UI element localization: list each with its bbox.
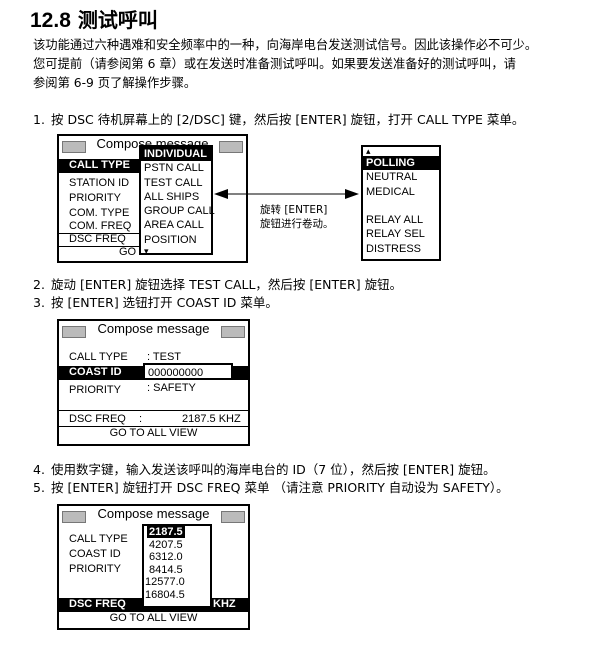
- step-2: 2. 旋动 [ENTER] 旋钮选择 TEST CALL，然后按 [ENTER] …: [33, 274, 402, 293]
- section-heading: 12.8 测试呼叫: [30, 4, 158, 33]
- field-priority[interactable]: PRIORITY: [69, 192, 121, 204]
- menu-item-pstn-call[interactable]: PSTN CALL: [144, 162, 204, 175]
- compose-screen-2: Compose message CALL TYPE : TEST COAST I…: [57, 319, 250, 446]
- coast-id-input[interactable]: 000000000: [143, 363, 233, 380]
- field-coast-id[interactable]: COAST ID: [69, 548, 121, 560]
- freq-item-2187-5[interactable]: 2187.5: [147, 526, 185, 538]
- intro-line: 该功能通过六种遇难和安全频率中的一种，向海岸电台发送测试信号。因此该操作必不可少…: [33, 38, 538, 52]
- step-number: 2.: [33, 277, 45, 292]
- go-button[interactable]: GO: [119, 246, 137, 258]
- field-dsc-freq[interactable]: DSC FREQ: [69, 413, 126, 425]
- note-line: 旋钮进行卷动。: [260, 218, 334, 230]
- step-number: 1.: [33, 112, 45, 127]
- step-number: 5.: [33, 480, 45, 495]
- call-type-menu-continued[interactable]: ▴ POLLING NEUTRAL MEDICAL RELAY ALL RELA…: [361, 145, 441, 261]
- freq-item-12577-0[interactable]: 12577.0: [145, 576, 185, 588]
- freq-item-4207-5[interactable]: 4207.5: [149, 538, 183, 551]
- section-title: 测试呼叫: [77, 8, 158, 32]
- title-bar-right: [219, 141, 243, 153]
- step-3: 3. 按 [ENTER] 选钮打开 COAST ID 菜单。: [33, 292, 278, 311]
- divider: [59, 233, 141, 234]
- title-bar-right: [221, 326, 245, 338]
- screen-title: Compose message: [97, 506, 210, 521]
- section-number: 12.8: [30, 9, 71, 32]
- call-type-value: : TEST: [147, 351, 182, 363]
- step-text: 按 DSC 待机屏幕上的 [2/DSC] 键，然后按 [ENTER] 旋钮，打开…: [51, 112, 525, 127]
- field-com-freq[interactable]: COM. FREQ: [69, 220, 132, 232]
- menu-item-neutral[interactable]: NEUTRAL: [366, 171, 418, 184]
- menu-item-individual[interactable]: INDIVIDUAL: [141, 147, 211, 162]
- go-to-all-view-button[interactable]: GO TO ALL VIEW: [109, 427, 198, 439]
- menu-item-distress[interactable]: DISTRESS: [366, 242, 422, 255]
- menu-item-test-call[interactable]: TEST CALL: [144, 176, 203, 189]
- field-dsc-freq[interactable]: DSC FREQ: [69, 233, 126, 245]
- freq-item-8414-5[interactable]: 8414.5: [149, 563, 183, 576]
- step-text: 旋动 [ENTER] 旋钮选择 TEST CALL，然后按 [ENTER] 旋钮…: [51, 277, 403, 292]
- field-priority[interactable]: PRIORITY: [69, 563, 121, 575]
- field-call-type[interactable]: CALL TYPE: [69, 533, 128, 545]
- menu-item-relay-all[interactable]: RELAY ALL: [366, 214, 424, 227]
- divider: [59, 246, 141, 247]
- field-com-type[interactable]: COM. TYPE: [69, 207, 130, 219]
- arrow-left-icon: [214, 189, 228, 199]
- step-text: 按 [ENTER] 旋钮打开 DSC FREQ 菜单 （请注意 PRIORITY…: [51, 480, 509, 495]
- title-bar: Compose message: [59, 321, 248, 339]
- title-bar-left: [62, 511, 86, 523]
- step-1: 1. 按 DSC 待机屏幕上的 [2/DSC] 键，然后按 [ENTER] 旋钮，…: [33, 109, 524, 128]
- dsc-freq-value: 2187.5 KHZ: [182, 413, 241, 425]
- menu-item-position[interactable]: POSITION: [144, 233, 197, 246]
- title-bar: Compose message: [59, 506, 248, 524]
- menu-item-relay-sel[interactable]: RELAY SEL: [366, 228, 425, 241]
- field-priority[interactable]: PRIORITY: [69, 384, 121, 396]
- go-to-all-view-button[interactable]: GO TO ALL VIEW: [109, 612, 198, 624]
- menu-item-all-ships[interactable]: ALL SHIPS: [144, 190, 200, 203]
- khz-unit: KHZ: [213, 598, 236, 610]
- screen-title: Compose message: [97, 321, 210, 336]
- intro-line: 您可提前（请参阅第 6 章）或在发送时准备测试呼叫。如果要发送准备好的测试呼叫，…: [33, 57, 516, 71]
- note-line: 旋转 [ENTER]: [260, 204, 328, 216]
- field-call-type[interactable]: CALL TYPE: [69, 351, 128, 363]
- arrow-right-icon: [345, 189, 359, 199]
- step-5: 5. 按 [ENTER] 旋钮打开 DSC FREQ 菜单 （请注意 PRIORI…: [33, 477, 509, 496]
- step-number: 4.: [33, 462, 45, 477]
- title-bar-right: [221, 511, 245, 523]
- call-type-menu[interactable]: INDIVIDUAL PSTN CALL TEST CALL ALL SHIPS…: [139, 145, 215, 257]
- divider: [59, 426, 248, 427]
- step-text: 按 [ENTER] 选钮打开 COAST ID 菜单。: [51, 295, 278, 310]
- priority-value: : SAFETY: [147, 382, 196, 394]
- menu-item-medical[interactable]: MEDICAL: [366, 185, 415, 198]
- intro-paragraph: 该功能通过六种遇难和安全频率中的一种，向海岸电台发送测试信号。因此该操作必不可少…: [33, 36, 578, 93]
- scroll-arrow-graphic: [214, 189, 359, 199]
- intro-line: 参阅第 6-9 页了解操作步骤。: [33, 76, 197, 90]
- step-4: 4. 使用数字键，输入发送该呼叫的海岸电台的 ID（7 位），然后按 [ENTER…: [33, 459, 496, 478]
- freq-item-6312-0[interactable]: 6312.0: [149, 551, 183, 563]
- menu-gap: [363, 199, 439, 213]
- menu-item-area-call[interactable]: AREA CALL: [144, 219, 204, 232]
- step-text: 使用数字键，输入发送该呼叫的海岸电台的 ID（7 位），然后按 [ENTER] …: [51, 462, 496, 477]
- divider: [59, 410, 248, 411]
- step-number: 3.: [33, 295, 45, 310]
- dsc-freq-menu[interactable]: 2187.5 4207.5 6312.0 8414.5 12577.0 1680…: [142, 524, 212, 608]
- scroll-up-icon: ▴: [366, 146, 371, 156]
- scroll-down-icon: ▾: [144, 246, 149, 257]
- scroll-note: 旋转 [ENTER] 旋钮进行卷动。: [260, 203, 334, 231]
- menu-item-group-call[interactable]: GROUP CALL: [144, 205, 215, 218]
- freq-item-16804-5[interactable]: 16804.5: [145, 588, 185, 601]
- dsc-freq-colon: :: [139, 413, 143, 425]
- field-call-type[interactable]: CALL TYPE: [59, 159, 151, 173]
- title-bar-left: [62, 326, 86, 338]
- field-station-id[interactable]: STATION ID: [69, 177, 130, 189]
- menu-item-polling[interactable]: POLLING: [363, 156, 439, 171]
- title-bar-left: [62, 141, 86, 153]
